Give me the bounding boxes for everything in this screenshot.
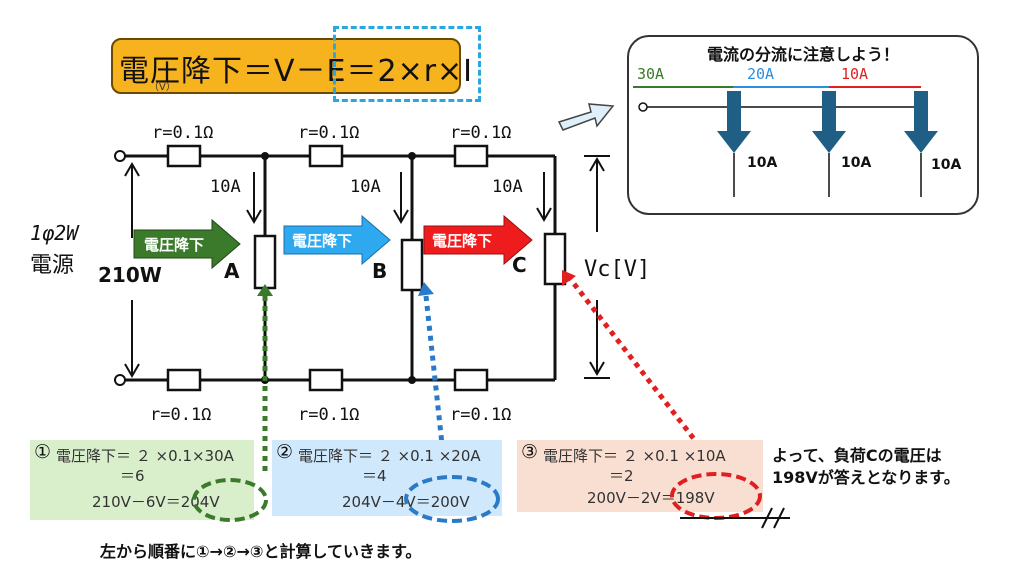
- resistor-bottom-label-2: r=0.1Ω: [298, 405, 359, 425]
- answer-note-line1: よって、負荷Cの電圧は: [772, 446, 942, 465]
- resistor-bottom-label-3: r=0.1Ω: [450, 405, 511, 425]
- resistor-top-3: [453, 144, 489, 168]
- inset-branch-label-3: 10A: [931, 157, 961, 173]
- resistor-top-1: [166, 144, 202, 168]
- load-a-label: A: [224, 259, 240, 283]
- resistor-bottom-3: [453, 368, 489, 392]
- calc-line2-2: ＝4: [362, 467, 387, 485]
- source-voltage-label: 210W: [98, 263, 162, 287]
- inset-current-10a: 10A: [841, 65, 868, 83]
- load-b-resistor: [400, 238, 424, 292]
- calc-num-2: ②: [276, 441, 294, 463]
- load-c-label: C: [512, 253, 527, 277]
- svg-text:電圧降下: 電圧降下: [144, 236, 204, 254]
- inset-branch-label-2: 10A: [841, 155, 871, 171]
- source-terminal-bottom: [114, 374, 126, 386]
- inset-branch-arrow-2: [812, 91, 846, 197]
- answer-note-line2: 198Vが答えとなります。: [772, 468, 960, 487]
- inset-current-30a: 30A: [637, 65, 664, 83]
- svg-text:電圧降下: 電圧降下: [432, 232, 492, 250]
- calc-line2-3: ＝2: [609, 467, 634, 485]
- source-label: 電源: [30, 253, 74, 278]
- resistor-bottom-label-1: r=0.1Ω: [150, 405, 211, 425]
- branch-current-3: 10A: [492, 177, 523, 197]
- vc-label: Vc[V]: [584, 257, 650, 282]
- calc-box-2: ② 電圧降下＝ ２ ×0.1 ×20A ＝4 204V－4V＝200V: [272, 440, 502, 516]
- resistor-top-label-1: r=0.1Ω: [152, 123, 213, 143]
- resistor-top-2: [308, 144, 344, 168]
- bottom-note: 左から順番に①→②→③と計算していきます。: [100, 542, 422, 561]
- formula-unit: （V）: [149, 82, 176, 93]
- resistor-top-label-3: r=0.1Ω: [450, 123, 511, 143]
- load-a-resistor: [253, 234, 277, 290]
- calc-line1-1: 電圧降下＝ ２ ×0.1×30A: [56, 447, 234, 465]
- source-terminal-top: [114, 150, 126, 162]
- calc-num-3: ③: [521, 441, 539, 463]
- calc-line1-3: 電圧降下＝ ２ ×0.1 ×10A: [543, 447, 726, 465]
- branch-arrow-icon-2: [393, 172, 409, 224]
- resistor-bottom-2: [308, 368, 344, 392]
- formula-highlight-box: [333, 26, 481, 102]
- calc-line3-3: 200V－2V＝198V: [587, 489, 715, 507]
- inset-current-20a: 20A: [747, 65, 774, 83]
- inset-title: 電流の分流に注意しよう！: [706, 45, 899, 64]
- calc-line3-1: 210V－6V＝204V: [92, 493, 220, 511]
- current-division-inset: 電流の分流に注意しよう！ 30A 20A 10A: [627, 35, 979, 215]
- drop-arrow-red: 電圧降下: [423, 214, 533, 266]
- branch-arrow-icon-1: [246, 172, 262, 224]
- load-b-label: B: [372, 259, 387, 283]
- drop-arrow-blue: 電圧降下: [283, 214, 391, 266]
- branch-current-1: 10A: [210, 177, 241, 197]
- drop-arrow-green: 電圧降下: [133, 218, 241, 270]
- calc-box-3: ③ 電圧降下＝ ２ ×0.1 ×10A ＝2 200V－2V＝198V: [517, 440, 763, 512]
- pointer-arrow-icon: [557, 103, 615, 131]
- inset-branch-arrow-1: [717, 91, 751, 197]
- inset-branch-arrow-3: [904, 91, 938, 197]
- inset-diagram: 30A 20A 10A: [633, 65, 961, 197]
- resistor-top-label-2: r=0.1Ω: [298, 123, 359, 143]
- inset-branch-label-1: 10A: [747, 155, 777, 171]
- svg-text:電圧降下: 電圧降下: [292, 232, 352, 250]
- load-c-resistor: [543, 232, 567, 286]
- branch-current-2: 10A: [350, 177, 381, 197]
- calc-line3-2: 204V－4V＝200V: [342, 493, 470, 511]
- branch-arrow-icon-3: [536, 172, 552, 222]
- source-phase-label: 1φ2W: [30, 221, 80, 245]
- calc-line1-2: 電圧降下＝ ２ ×0.1 ×20A: [298, 447, 481, 465]
- calc-box-1: ① 電圧降下＝ ２ ×0.1×30A ＝6 210V－6V＝204V: [30, 440, 254, 520]
- resistor-bottom-1: [166, 368, 202, 392]
- calc-num-1: ①: [34, 441, 52, 463]
- formula-box: 電圧降下＝V－E＝2×r×I （V）: [111, 38, 472, 94]
- calc-line2-1: ＝6: [120, 467, 145, 485]
- formula-text: 電圧降下＝V－E＝2×r×I: [119, 54, 474, 89]
